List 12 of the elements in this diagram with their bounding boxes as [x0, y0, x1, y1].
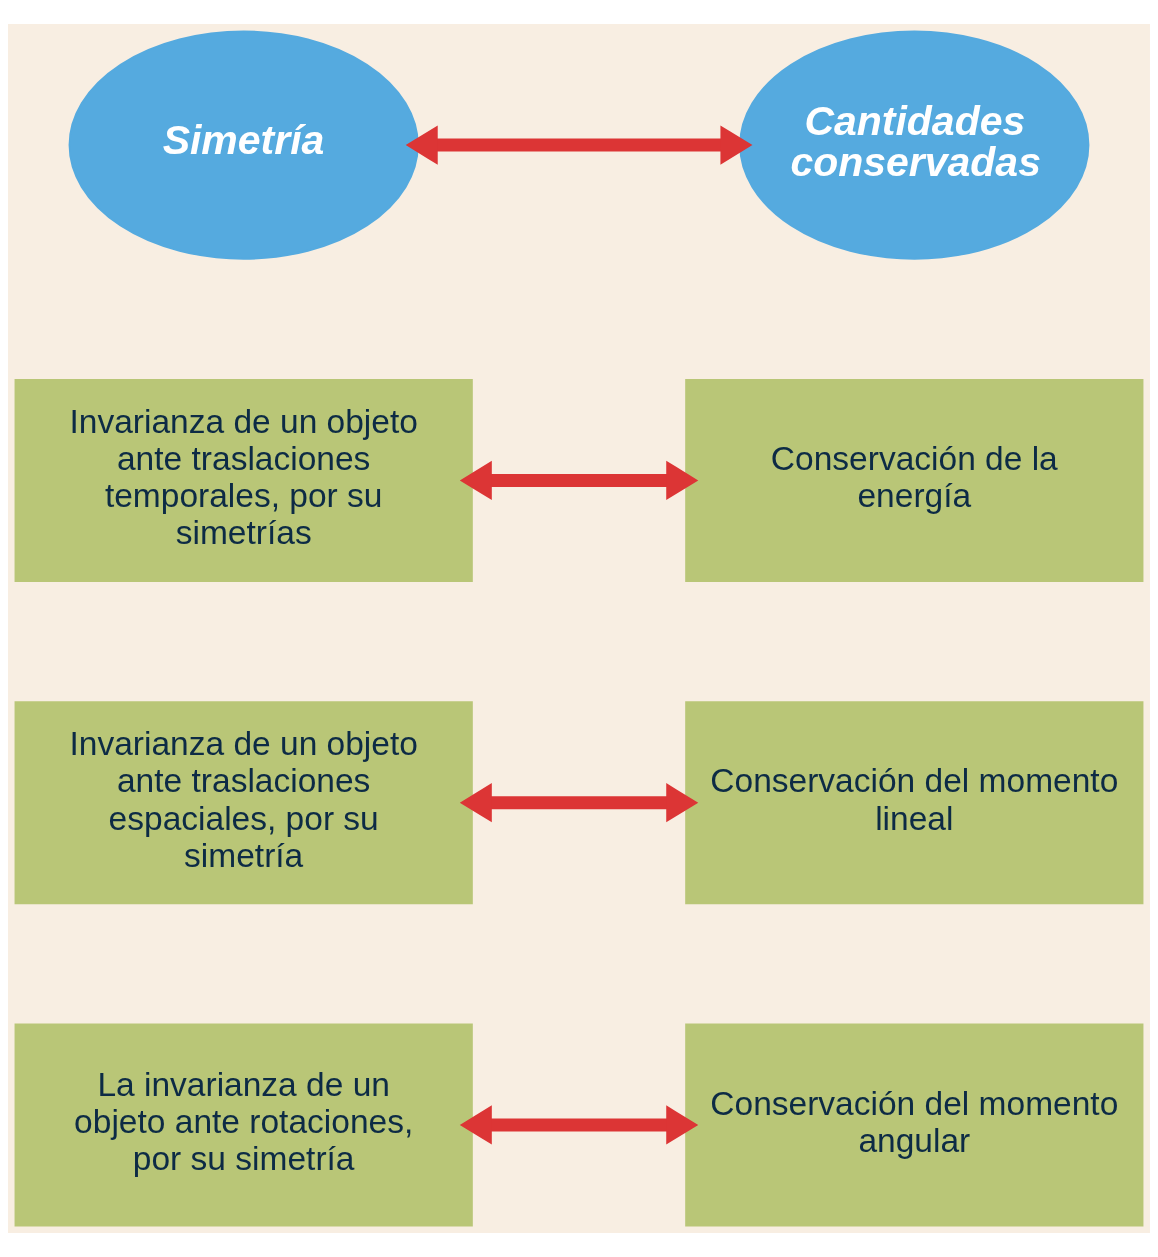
node-box: Conservación de la energía: [685, 378, 1144, 582]
node-ellipse: Simetría: [68, 30, 419, 260]
node-box: Invarianza de un objeto ante traslaciones espaciales, por su simetría: [14, 701, 473, 905]
arrow: [405, 125, 753, 165]
arrow: [459, 1105, 699, 1145]
node-box: Conservación del momento angular: [685, 1023, 1144, 1227]
arrow: [459, 783, 699, 823]
arrow: [459, 460, 699, 501]
node-box: Conservación del momento lineal: [685, 701, 1144, 905]
node-box: Invarianza de un objeto ante traslaciones temporales, por su simetrías: [14, 378, 473, 582]
node-ellipse: Cantidades conservadas: [739, 30, 1090, 260]
node-box: La invarianza de un objeto ante rotaciones, por su simetría: [14, 1023, 473, 1227]
